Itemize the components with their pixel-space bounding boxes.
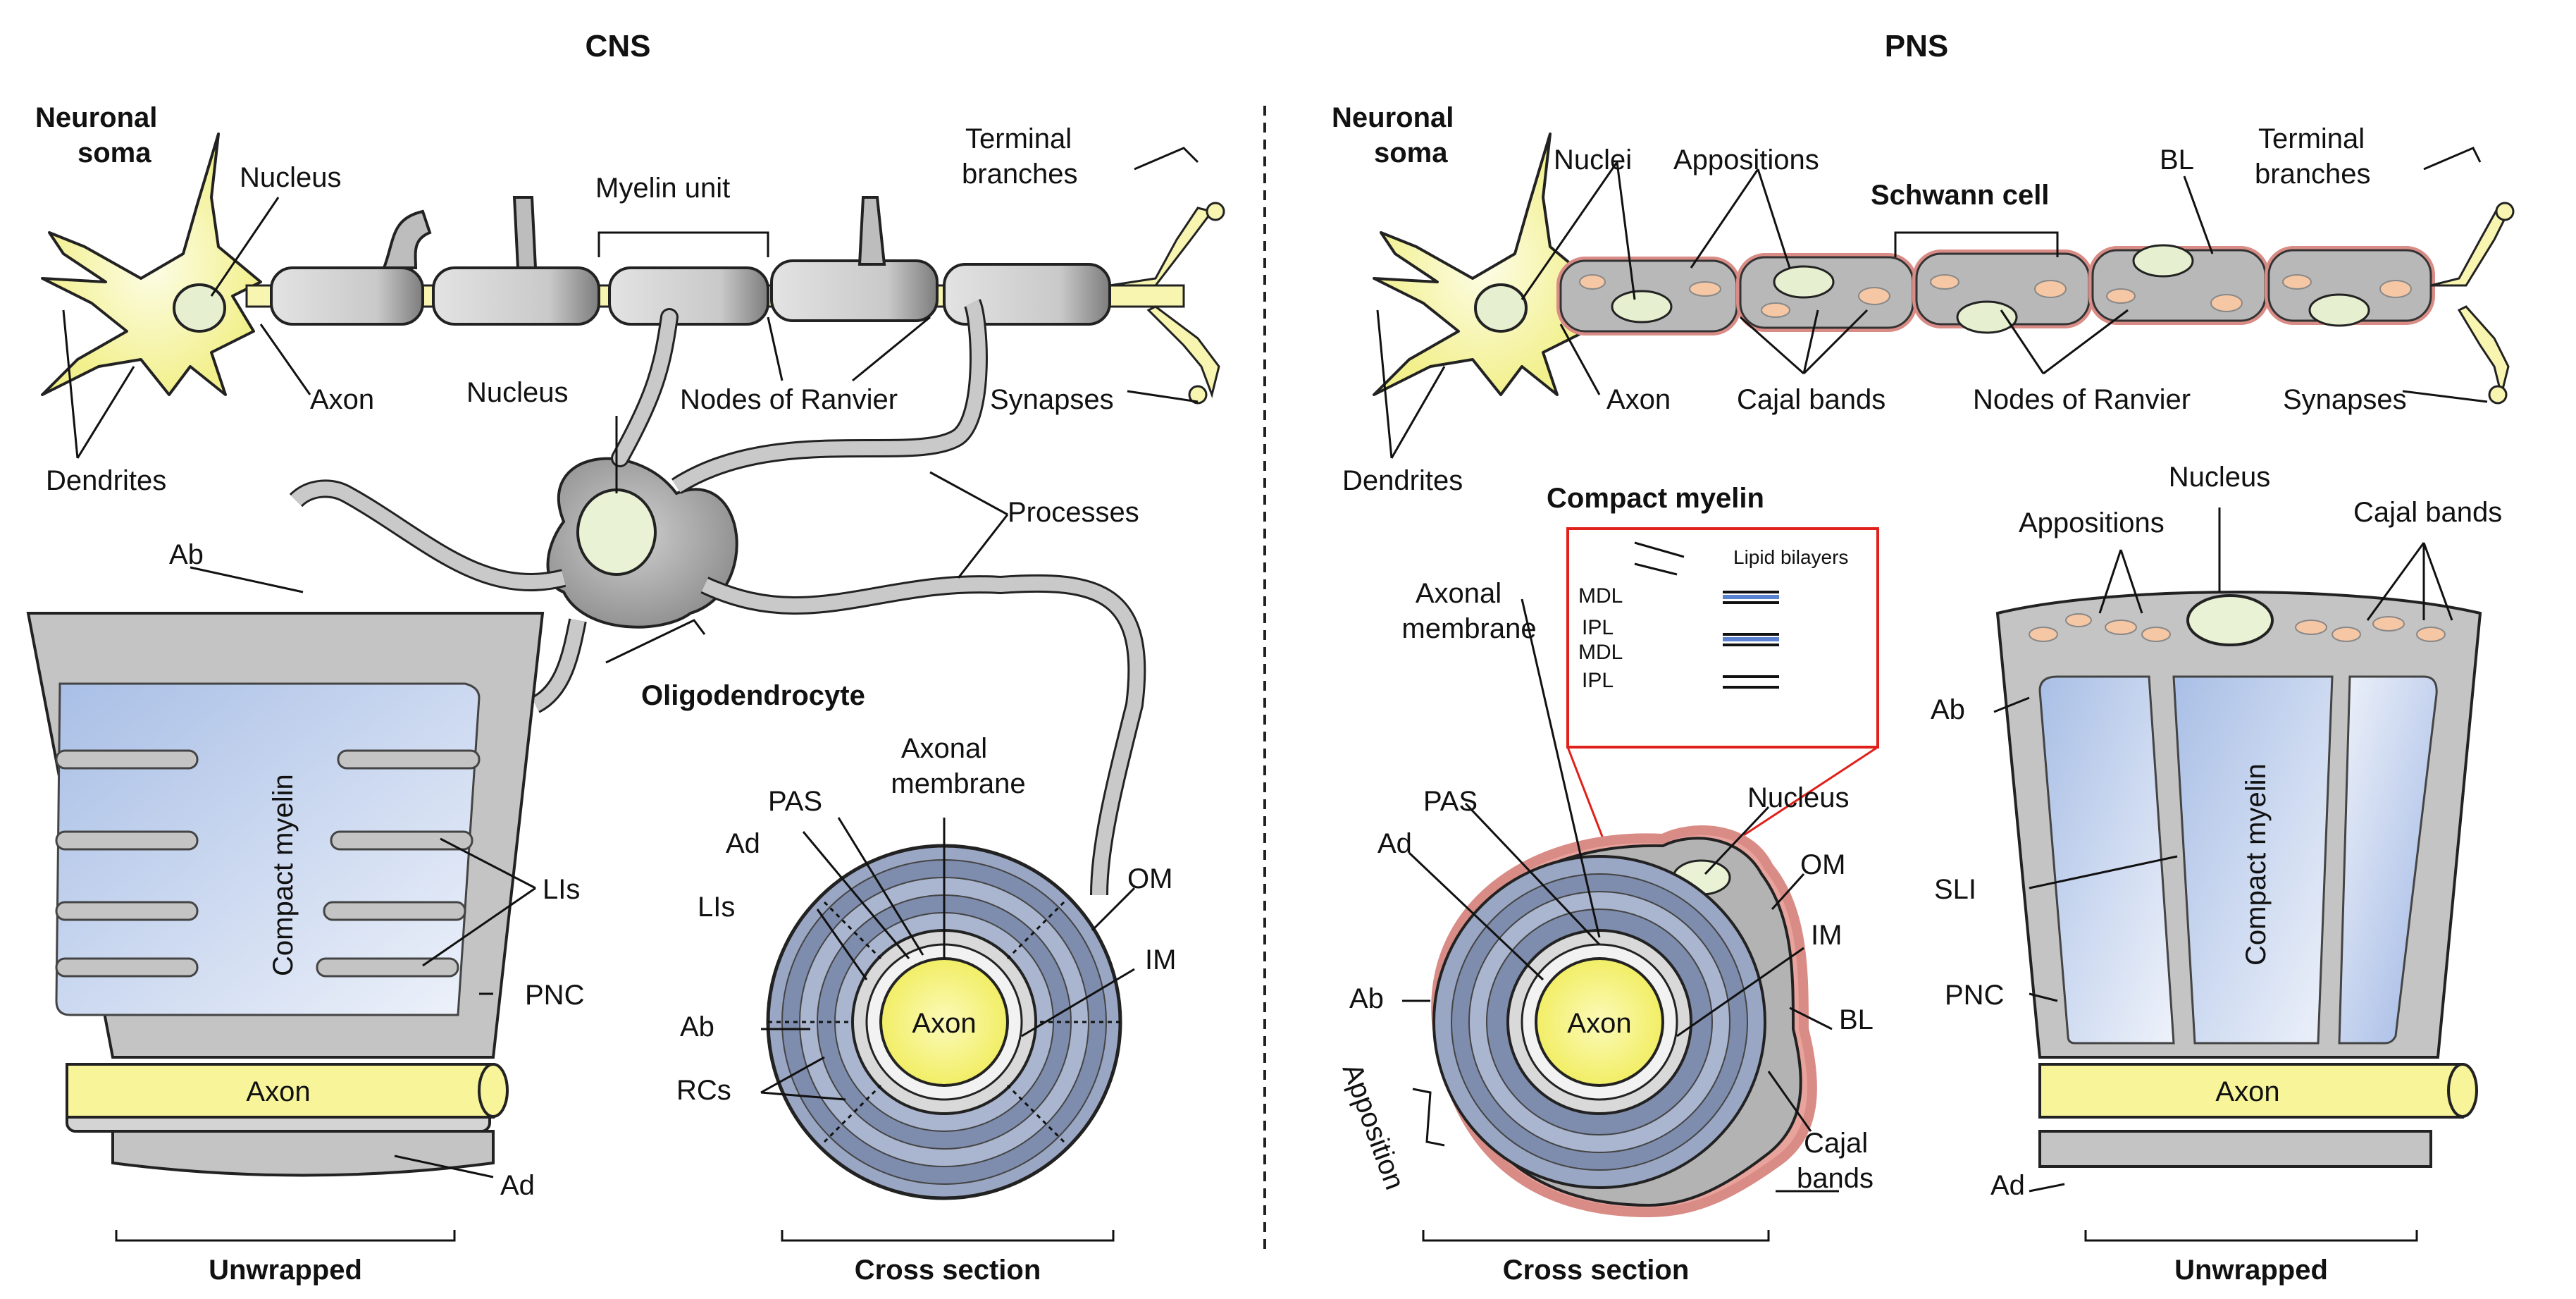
pns-heading: PNS: [1885, 29, 1948, 63]
pns-cross-section-label: Cross section: [1503, 1255, 1690, 1286]
pns-axon-core: [1535, 957, 1664, 1087]
pns-bl-label: BL: [2160, 144, 2194, 176]
pns-compact-myelin-label: Compact myelin: [2241, 763, 2272, 966]
pns-axon-label: Axon: [1606, 384, 1671, 415]
pns-synapses-label: Synapses: [2283, 384, 2407, 415]
pns-ab-cross-label: Ab: [1349, 983, 1384, 1014]
cns-olig-nucleus-label: Nucleus: [466, 377, 569, 408]
cns-om-label: OM: [1127, 863, 1172, 894]
pns-cajal-unwrapped-label: Cajal bands: [2353, 497, 2502, 528]
oligodendrocyte-nucleus: [576, 488, 657, 576]
pns-schwann-cells: [1556, 244, 2435, 335]
pns-cajal-cross-label-1: Cajal: [1804, 1128, 1868, 1159]
cns-pas-label: PAS: [768, 786, 822, 817]
cns-ad-label: Ad: [500, 1170, 535, 1201]
pns-nodes-label: Nodes of Ranvier: [1973, 384, 2191, 415]
cns-cross-section: [766, 844, 1122, 1200]
cns-axonal-membrane-label-1: Axonal: [901, 733, 987, 764]
pns-om-label: OM: [1800, 849, 1845, 880]
cns-nodes-label: Nodes of Ranvier: [680, 384, 898, 415]
cns-myelin-unit-label: Myelin unit: [595, 173, 730, 204]
pns-nuclei-label: Nuclei: [1554, 144, 1632, 176]
pns-axon-bar-label: Axon: [2215, 1076, 2279, 1107]
pns-cajal-cross-label-2: bands: [1797, 1163, 1874, 1194]
pns-soma-label-2: soma: [1374, 137, 1448, 168]
pns-pas-label: PAS: [1423, 786, 1478, 817]
pns-unwrapped-nucleus-label: Nucleus: [2169, 462, 2271, 493]
cns-oligodendrocyte-label: Oligodendrocyte: [641, 680, 865, 711]
pns-cajal-label: Cajal bands: [1737, 384, 1885, 415]
pns-unwrapped-label: Unwrapped: [2174, 1255, 2328, 1286]
cns-soma-label-1: Neuronal: [35, 102, 157, 133]
cns-soma-nucleus: [173, 283, 226, 333]
cns-ab-label: Ab: [169, 539, 204, 570]
cns-axon-bar-label: Axon: [246, 1076, 310, 1107]
pns-ad-unwrapped-label: Ad: [1990, 1170, 2025, 1201]
pns-bl-cross-label: BL: [1839, 1004, 1874, 1035]
pns-axon-cross-label: Axon: [1567, 1008, 1631, 1039]
pns-appositions-unwrapped-label: Appositions: [2019, 507, 2165, 538]
pns-ipl-label-2: IPL: [1582, 669, 1614, 692]
cns-ab-cross-label: Ab: [680, 1011, 714, 1042]
cns-lis-label: LIs: [543, 874, 580, 905]
pns-ab-unwrapped-label: Ab: [1931, 694, 1965, 725]
pns-sli-label: SLI: [1934, 874, 1976, 905]
pns-apposition-label: Apposition: [1337, 1059, 1411, 1194]
pns-dendrites-label: Dendrites: [1342, 465, 1463, 496]
cns-axon-cross-label: Axon: [912, 1008, 976, 1039]
pns-soma-label-1: Neuronal: [1332, 102, 1454, 133]
pns-nucleus-label: Nucleus: [1747, 782, 1850, 813]
cns-myelin-segments: [270, 196, 1111, 326]
cns-dendrites-label: Dendrites: [46, 465, 166, 496]
pns-schwann-label: Schwann cell: [1871, 180, 2049, 211]
pns-labels: Neuronal soma Nuclei Appositions Schwann…: [1332, 102, 2502, 1286]
cns-unwrapped-label: Unwrapped: [209, 1255, 362, 1286]
cns-axon-bar: [66, 1063, 495, 1119]
cns-pnc-label: PNC: [525, 980, 584, 1011]
pns-terminal-label-1: Terminal: [2258, 123, 2365, 154]
pns-terminal-label-2: branches: [2255, 159, 2371, 190]
cns-compact-myelin-label: Compact myelin: [268, 774, 299, 976]
cns-terminal-branches: [1109, 202, 1225, 405]
oligodendrocyte: [289, 299, 1146, 896]
pns-axonal-membrane-label-1: Axonal: [1416, 578, 1501, 609]
pns-terminal-branches: [2430, 202, 2515, 405]
pns-pnc-label: PNC: [1945, 980, 2004, 1011]
pns-axonal-membrane-label-2: membrane: [1401, 613, 1536, 644]
cns-unwrapped-sheath: [26, 612, 545, 1177]
cns-processes-label: Processes: [1008, 497, 1139, 528]
cns-soma-label-2: soma: [78, 137, 151, 168]
pns-im-label: IM: [1811, 920, 1842, 951]
pns-unwrapped-sheath: [1995, 591, 2482, 1168]
cns-nucleus-label: Nucleus: [240, 162, 342, 193]
cns-lis-cross-label: LIs: [698, 892, 735, 923]
pns-compact-myelin-title: Compact myelin: [1547, 483, 1764, 514]
pns-mdl-label-2: MDL: [1578, 641, 1623, 664]
cns-heading: CNS: [586, 29, 651, 63]
cns-leader-lines: [62, 147, 1199, 1242]
pns-unwrapped-nucleus: [2186, 594, 2274, 646]
cns-axon-label: Axon: [310, 384, 374, 415]
cns-terminal-label-1: Terminal: [965, 123, 1072, 154]
cns-ad-cross-label: Ad: [726, 828, 760, 859]
cns-cross-section-label: Cross section: [855, 1255, 1041, 1286]
pns-ad-label: Ad: [1377, 828, 1412, 859]
pns-axon-bar: [2038, 1063, 2464, 1119]
cns-terminal-label-2: branches: [962, 159, 1078, 190]
pns-leader-lines: [1376, 147, 2488, 1242]
cns-synapses-label: Synapses: [990, 384, 1114, 415]
pns-lipid-bilayers-label: Lipid bilayers: [1733, 546, 1848, 568]
pns-ipl-label-1: IPL: [1582, 616, 1614, 639]
pns-cross-section: [1431, 825, 1817, 1218]
cns-labels: Neuronal soma Nucleus Myelin unit Termin…: [35, 102, 1176, 1286]
cns-axonal-membrane-label-2: membrane: [891, 768, 1025, 799]
cns-im-label: IM: [1145, 944, 1176, 975]
pns-mdl-label-1: MDL: [1578, 584, 1623, 608]
cns-rcs-label: RCs: [676, 1075, 731, 1106]
pns-soma-nucleus: [1474, 283, 1528, 333]
pns-appositions-label: Appositions: [1673, 144, 1819, 176]
